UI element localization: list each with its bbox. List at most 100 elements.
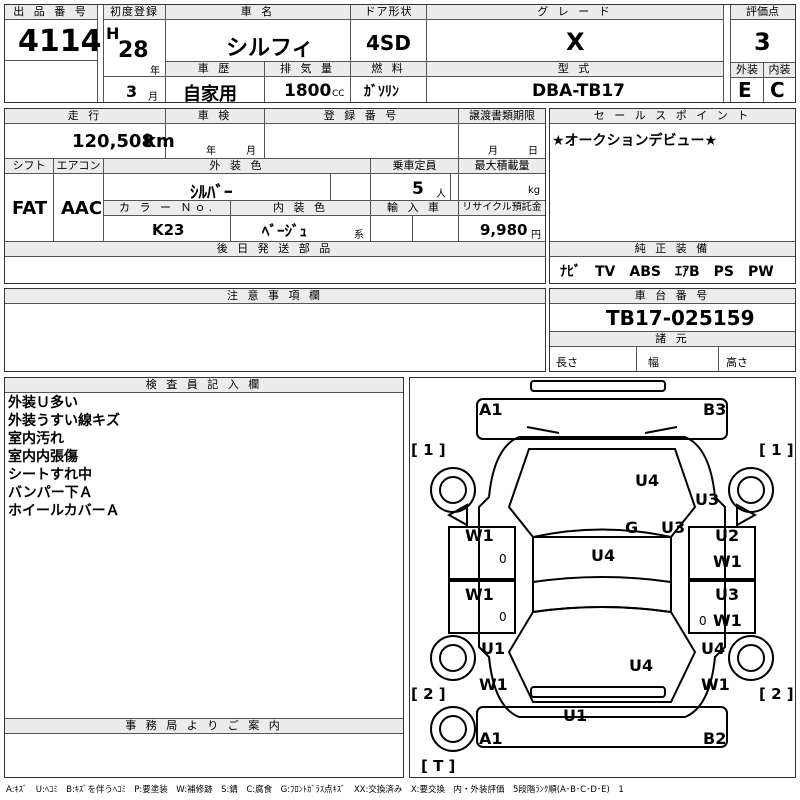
inspector-note: 外装Ｕ多い: [8, 395, 78, 411]
parts-header: 後 日 発 送 部 品: [5, 242, 545, 257]
sales-point: ★オークションデビュー★: [552, 133, 718, 149]
reg-header: 初度登録: [103, 5, 165, 20]
color-header: 外 装 色: [104, 159, 370, 174]
lot-number: 4114: [18, 24, 102, 59]
header-box: [4, 4, 796, 103]
car-name-header: 車 名: [166, 5, 350, 20]
displacement: 1800: [284, 81, 332, 101]
damage-mark: U4: [635, 471, 659, 490]
color-number: K23: [152, 221, 185, 239]
damage-diagram-box: [409, 377, 796, 778]
int-header: 内装: [763, 62, 795, 78]
aircon: AAC: [61, 198, 103, 219]
door-header: ドア形状: [351, 5, 426, 20]
damage-mark: 0: [699, 614, 707, 628]
damage-mark: U3: [715, 585, 739, 604]
chassis-number: TB17-025159: [606, 306, 755, 330]
reg-year: 28: [118, 38, 149, 63]
length-label: 長さ: [556, 356, 578, 369]
mileage-unit: km: [144, 131, 175, 152]
transfer-header: 譲渡書類期限: [459, 109, 545, 124]
body-color: ｼﾙﾊﾞｰ: [190, 183, 233, 203]
inspector-note: 外装うすい線キズ: [8, 413, 120, 429]
load-unit: kg: [528, 185, 541, 196]
ac-header: エアコン: [54, 159, 103, 174]
history-header: 車 歴: [166, 62, 264, 77]
inspector-header: 検 査 員 記 入 欄: [5, 378, 403, 393]
damage-mark: A1: [479, 400, 503, 419]
car-damage-diagram: [ 1 ] [ 1 ] [ 2 ] [ 2 ] [ T ] A1 B3 U4 U…: [411, 380, 794, 775]
ext-header: 外装: [731, 62, 763, 78]
damage-mark: W1: [465, 585, 494, 604]
door-type: 4SD: [366, 31, 411, 55]
recycle-fee: 9,980: [480, 221, 528, 239]
damage-mark: U3: [695, 490, 719, 509]
reg-month: 3: [126, 82, 138, 101]
transfer-month: 月: [488, 146, 498, 157]
inspector-note: 室内内張傷: [8, 449, 78, 465]
regno-header: 登 録 番 号: [265, 109, 458, 124]
damage-mark: W1: [701, 675, 730, 694]
chassis-box: [549, 288, 796, 372]
inspector-note: バンパー下Ａ: [8, 485, 93, 501]
bracket-2-right: [ 2 ]: [759, 685, 794, 703]
legend: A:ｷｽﾞ U:ﾍｺﾐ B:ｷｽﾞを伴うﾍｺﾐ P:要塗装 W:補修跡 S:錆 …: [6, 785, 624, 795]
dims-header: 諸 元: [550, 332, 795, 347]
mileage-header: 走 行: [5, 109, 165, 124]
damage-mark: U3: [661, 518, 685, 537]
bracket-1-left: [ 1 ]: [411, 441, 446, 459]
damage-mark: U4: [591, 546, 615, 565]
bracket-t: [ T ]: [421, 757, 455, 775]
intcolor-header: 内 装 色: [231, 201, 370, 216]
load-header: 最大積載量: [459, 159, 545, 174]
intcolor-unit: 系: [354, 230, 364, 241]
damage-mark: A1: [479, 729, 503, 748]
bracket-2-left: [ 2 ]: [411, 685, 446, 703]
era: H: [106, 24, 120, 43]
shift-header: シフト: [5, 159, 53, 174]
damage-mark: G: [625, 518, 638, 537]
insp-month-unit: 月: [246, 146, 256, 157]
inspector-box: [4, 377, 404, 778]
damage-mark: B2: [703, 729, 726, 748]
seats-header: 乗車定員: [371, 159, 458, 174]
damage-mark: W1: [713, 552, 742, 571]
damage-mark: U2: [715, 526, 739, 545]
seats-unit: 人: [436, 189, 446, 200]
width-label: 幅: [648, 356, 659, 369]
damage-mark: U4: [629, 656, 653, 675]
notes-box: [4, 288, 546, 372]
bracket-1-right: [ 1 ]: [759, 441, 794, 459]
height-label: 高さ: [726, 356, 748, 369]
cc-unit: CC: [332, 89, 345, 99]
colorno-header: カ ラ ー Ｎｏ.: [104, 201, 230, 216]
model-header: 型 式: [427, 62, 723, 77]
inspector-note: 室内汚れ: [8, 431, 64, 447]
recycle-unit: 円: [531, 230, 541, 241]
damage-mark: B3: [703, 400, 726, 419]
score: 3: [754, 28, 771, 56]
import-header: 輸 入 車: [371, 201, 458, 216]
sales-box: [549, 108, 796, 284]
damage-mark: W1: [465, 526, 494, 545]
damage-mark: U1: [563, 706, 587, 725]
transfer-day: 日: [528, 146, 538, 157]
score-header: 評価点: [730, 5, 795, 20]
inspector-note: ホイールカバーＡ: [8, 503, 120, 519]
insp-year-unit: 年: [206, 146, 216, 157]
fuel: ｶﾞｿﾘﾝ: [364, 84, 399, 100]
sales-header: セ ー ル ス ポ イ ン ト: [550, 109, 795, 124]
interior-color: ﾍﾞｰｼﾞｭ: [262, 222, 308, 240]
lot-header: 出 品 番 号: [5, 5, 97, 20]
damage-mark: 0: [499, 610, 507, 624]
inspector-note: シートすれ中: [8, 467, 92, 483]
inspection-header: 車 検: [166, 109, 264, 124]
chassis-header: 車 台 番 号: [550, 289, 795, 304]
year-unit: 年: [150, 66, 160, 77]
equipment-header: 純 正 装 備: [550, 242, 795, 257]
damage-mark: U1: [481, 639, 505, 658]
spec-box: [4, 108, 546, 284]
equipment: ﾅﾋﾞ TV ABS ｴｱB PS PW: [560, 264, 774, 280]
damage-mark: 0: [499, 552, 507, 566]
grade: X: [566, 28, 585, 56]
